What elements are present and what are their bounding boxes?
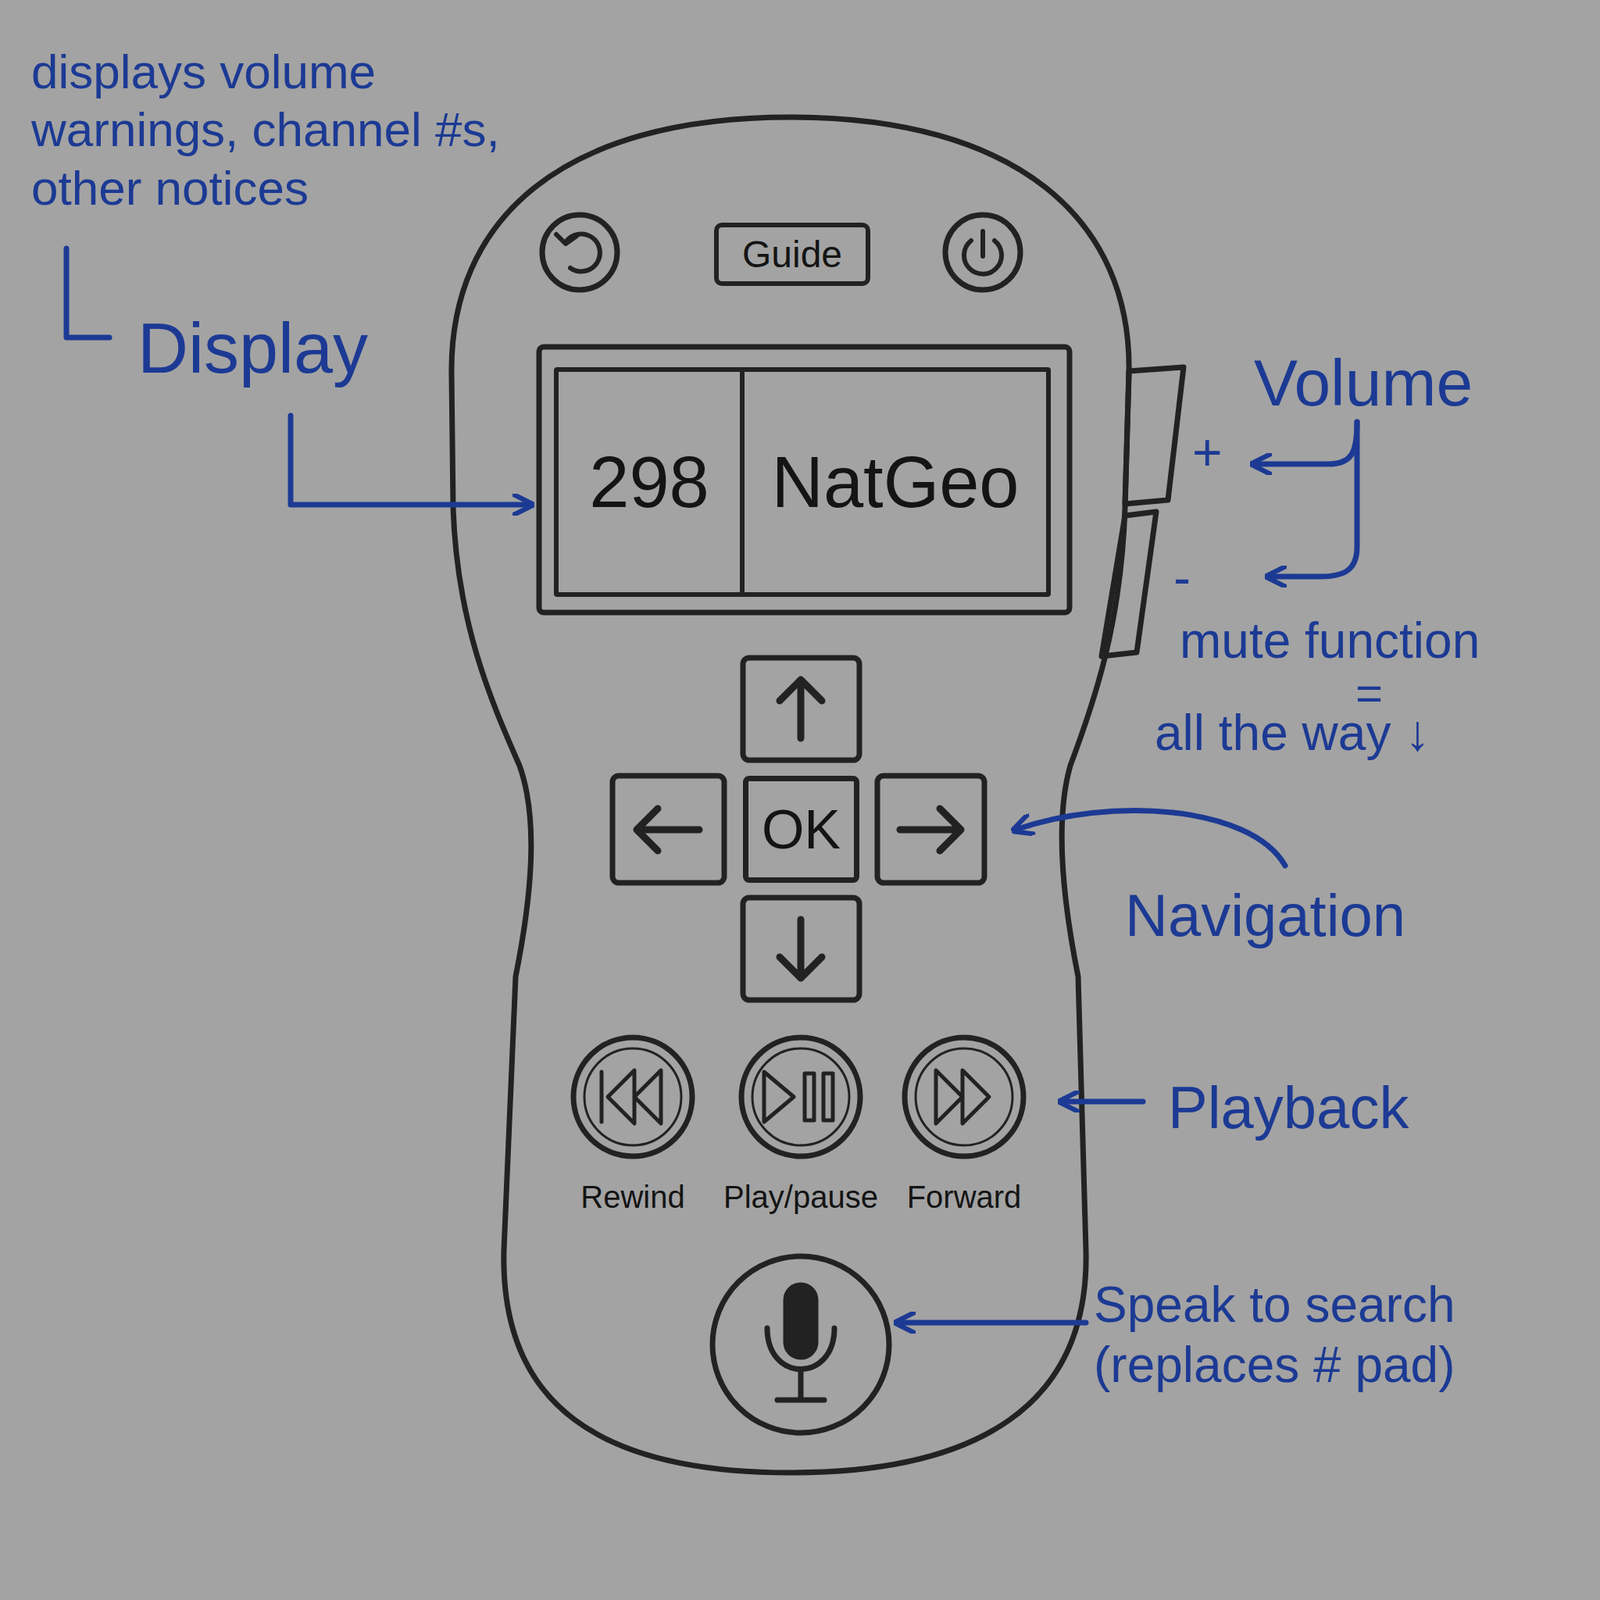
feature-note: Speak to search (replaces # pad) [1093,1275,1563,1396]
channel-name: NatGeo [739,371,1047,593]
volume-bracket-lower [1269,421,1358,577]
display-note: displays volume warnings, channel #s, ot… [31,42,516,218]
button-caption: Play/pause [723,1178,879,1216]
mute-note: all the way ↓ [1154,703,1561,764]
volume-up-button [1125,367,1184,504]
navigation-leader [1015,810,1286,866]
part-name: Navigation [1125,879,1469,951]
ok-button: OK [742,775,860,883]
search-leader [898,1320,1086,1326]
forward-icon [935,1070,990,1124]
back-icon-head [556,234,577,244]
power-icon [964,231,1002,275]
play-pause-icon [764,1071,833,1122]
button-label: OK [761,781,841,878]
button-label: Guide [742,227,843,282]
playback-leader [1062,1099,1143,1105]
volume-down-button [1101,511,1157,657]
play-pause-button [741,1037,861,1157]
play-pause-ring [752,1048,850,1146]
forward-ring [915,1048,1013,1146]
display-frame [539,346,1070,613]
right-arrow [900,808,961,851]
display-screen: 298NatGeo [553,367,1051,597]
volume-bracket [1254,421,1358,465]
button-caption: Forward [907,1178,1022,1216]
left-arrow [636,808,700,851]
part-name: Display [137,306,404,391]
up-arrow [779,679,822,739]
rewind-button [573,1037,693,1157]
up-button [742,657,860,761]
guide-button: Guide [714,222,871,286]
mic-button [712,1256,890,1433]
left-button [612,775,725,883]
volume-sign: + [1192,421,1240,484]
forward-button [904,1037,1024,1157]
rewind-icon [601,1070,661,1124]
mute-note: mute function [1179,610,1571,672]
down-arrow [779,919,822,979]
button-caption: Rewind [580,1178,685,1216]
part-name: Playback [1167,1071,1481,1143]
down-button [742,897,860,1000]
back-button [542,214,618,290]
volume-sign: - [1173,546,1221,609]
remote-body [451,117,1129,1473]
bracket-line [66,248,110,338]
right-button [877,775,985,883]
display-leader [290,415,530,505]
part-name: Volume [1253,343,1512,423]
mic-capsule [785,1285,816,1358]
channel-number: 298 [558,371,740,593]
power-button [945,214,1021,290]
rewind-ring [584,1048,682,1146]
mic-stand [767,1328,835,1400]
